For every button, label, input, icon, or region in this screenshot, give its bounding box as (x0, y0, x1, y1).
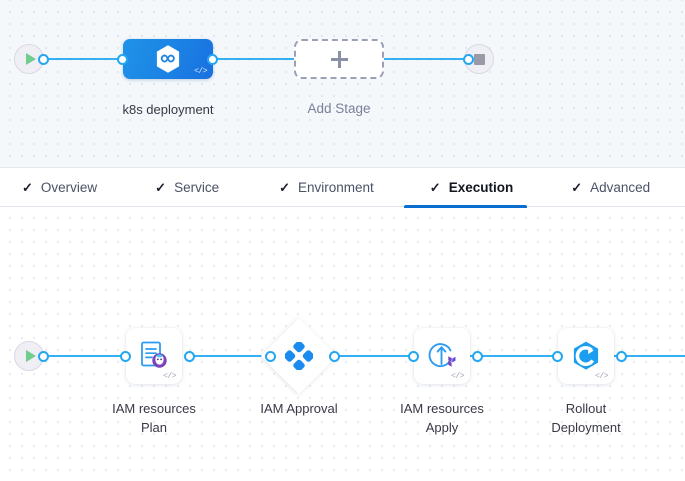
tab-underline (403, 205, 528, 208)
exec-connector-3 (470, 355, 555, 357)
tab-service[interactable]: ✓ Service (119, 167, 241, 207)
step-iam-plan-input-port[interactable] (120, 350, 131, 362)
code-badge-icon: </> (595, 372, 608, 381)
stop-icon (473, 53, 485, 65)
play-icon (25, 53, 36, 65)
add-stage-button[interactable] (294, 39, 384, 79)
argo-rollout-hexagon-icon (573, 341, 599, 370)
stage-connector-middle (210, 58, 300, 60)
step-iam-plan-output-port[interactable] (184, 350, 195, 362)
tab-label: Service (174, 179, 220, 195)
play-icon (25, 350, 36, 362)
step-iam-apply-input-port[interactable] (408, 350, 419, 362)
step-node-iam-resources-plan[interactable]: </> (126, 328, 182, 384)
harness-approval-diamond-icon (285, 342, 313, 370)
step-node-iam-resources-apply[interactable]: </> (414, 328, 470, 384)
stage-node-k8s-deployment[interactable]: </> (123, 39, 213, 79)
step-label-iam-resources-plan: IAM resources Plan (112, 401, 196, 435)
tab-advanced[interactable]: ✓ Advanced (535, 167, 672, 207)
stage-node-label: k8s deployment (122, 102, 214, 117)
step-iam-apply-output-port[interactable] (472, 350, 483, 362)
step-iam-approval-output-port[interactable] (329, 350, 340, 362)
tab-label: Advanced (590, 179, 651, 195)
harness-hexagon-icon (156, 45, 180, 73)
step-rollout-output-port[interactable] (616, 350, 627, 362)
tab-environment[interactable]: ✓ Environment (241, 167, 396, 207)
check-icon: ✓ (155, 179, 167, 195)
code-badge-icon: </> (194, 67, 207, 76)
step-node-iam-approval-icon-wrap (272, 329, 326, 383)
check-icon: ✓ (22, 179, 33, 195)
step-iam-approval-input-port[interactable] (265, 350, 276, 362)
exec-connector-4 (614, 355, 685, 357)
tab-label: Overview (40, 179, 98, 195)
step-label-iam-resources-apply: IAM resources Apply (400, 401, 484, 435)
stage-canvas[interactable]: </> k8s deployment Add Stage (0, 0, 685, 167)
tab-label: Execution (448, 179, 514, 195)
exec-connector-2 (330, 355, 415, 357)
stage-node-output-port[interactable] (207, 53, 218, 65)
exec-connector-1 (190, 355, 270, 357)
stage-end-port[interactable] (463, 53, 474, 65)
stage-connector-end (378, 58, 468, 60)
step-label-iam-approval: IAM Approval (260, 401, 338, 416)
plus-icon (330, 50, 348, 68)
execution-canvas[interactable]: </> IAM resources Plan IAM Approval (0, 208, 685, 481)
terraform-apply-arrow-icon (428, 343, 456, 368)
step-rollout-input-port[interactable] (552, 350, 563, 362)
stage-settings-tabbar: ✓ Overview ✓ Service ✓ Environment ✓ Exe… (0, 167, 685, 208)
tab-execution[interactable]: ✓ Execution (396, 167, 535, 208)
stage-connector-start (36, 58, 126, 60)
add-stage-label: Add Stage (307, 101, 371, 116)
stage-node-input-port[interactable] (117, 53, 128, 65)
step-label-rollout-deployment: Rollout Deployment (551, 401, 621, 435)
stage-start-port[interactable] (38, 53, 49, 65)
code-badge-icon: </> (163, 372, 176, 381)
tab-label: Environment (298, 179, 374, 195)
check-icon: ✓ (279, 179, 290, 195)
tab-overview[interactable]: ✓ Overview (0, 167, 119, 207)
execution-start-port[interactable] (38, 350, 49, 362)
code-badge-icon: </> (451, 372, 464, 381)
terraform-plan-document-icon (141, 341, 167, 368)
step-node-rollout-deployment[interactable]: </> (558, 328, 614, 384)
check-icon: ✓ (429, 179, 441, 195)
check-icon: ✓ (571, 179, 583, 195)
exec-connector-0 (36, 355, 136, 357)
